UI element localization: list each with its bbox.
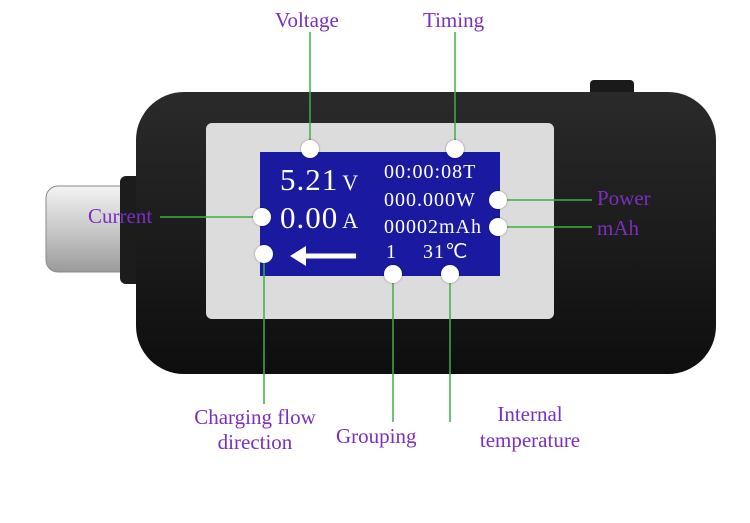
voltage-value: 5.21	[280, 162, 339, 197]
current-unit: A	[342, 208, 360, 233]
charging-flow-marker	[255, 245, 273, 263]
label-temperature-line1: Internal	[497, 402, 563, 426]
current-value: 0.00	[280, 200, 339, 235]
grouping-marker	[384, 265, 402, 283]
label-mah: mAh	[597, 216, 639, 240]
current-marker	[253, 208, 271, 226]
capacity-readout: 00002mAh	[384, 216, 482, 238]
temperature-marker	[441, 265, 459, 283]
label-current: Current	[88, 204, 153, 228]
label-power: Power	[597, 186, 651, 210]
temperature-readout: 31℃	[423, 241, 469, 263]
voltage-marker	[301, 140, 319, 158]
label-voltage: Voltage	[275, 8, 339, 32]
voltage-unit: V	[342, 170, 360, 195]
leader-lines	[160, 32, 592, 422]
timing-marker	[446, 140, 464, 158]
label-timing: Timing	[423, 8, 485, 32]
label-charging-flow-line2: direction	[217, 430, 293, 454]
label-temperature-line2: temperature	[479, 428, 581, 452]
group-readout: 1	[386, 241, 397, 263]
mah-marker	[489, 218, 507, 236]
power-readout: 000.000W	[384, 189, 476, 211]
power-marker	[489, 191, 507, 209]
time-readout: 00:00:08T	[384, 161, 477, 183]
label-grouping: Grouping	[336, 424, 417, 448]
label-charging-flow-line1: Charging flow	[194, 405, 316, 429]
flow-arrow-icon	[290, 246, 356, 266]
